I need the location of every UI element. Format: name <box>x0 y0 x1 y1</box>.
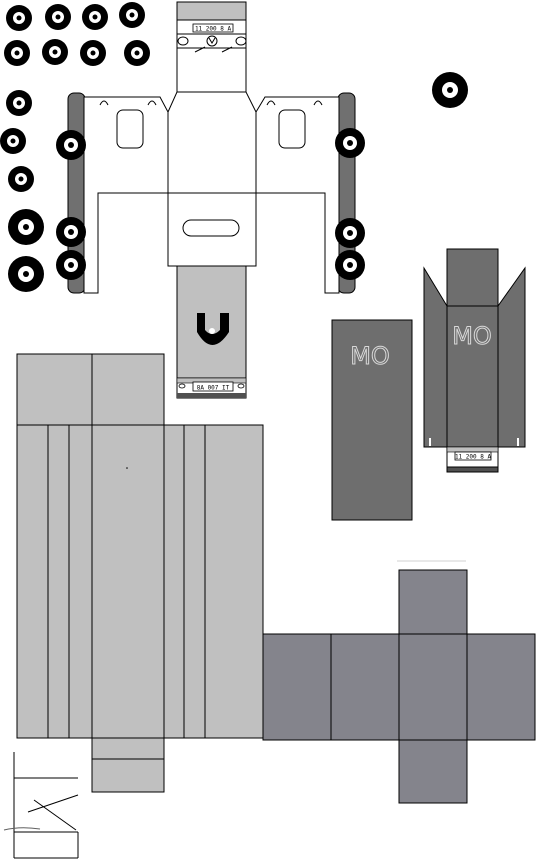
cargo-left-flap <box>423 266 448 448</box>
hood-slot <box>182 219 240 237</box>
side-panel <box>331 319 413 521</box>
right-window <box>278 109 306 149</box>
wheel-icon <box>124 40 150 66</box>
wheel-icon <box>8 166 34 192</box>
wheel-icon <box>335 218 365 248</box>
cargo-logo: MO <box>452 322 492 350</box>
windshield-gray <box>176 1 247 21</box>
wheel-icon <box>8 209 44 245</box>
left-window <box>116 109 144 149</box>
front-plate <box>192 23 234 33</box>
wheel-icon <box>0 128 26 154</box>
wheel-icon <box>8 256 44 292</box>
left-door-panel <box>83 96 169 294</box>
rear-plate-text: 8A 007 IT <box>197 385 230 392</box>
cargo-right-flap <box>497 266 526 448</box>
sketch-scribble <box>3 752 79 859</box>
wheel-icon <box>335 128 365 158</box>
wheel-icon <box>56 130 86 160</box>
wheel-icon <box>335 250 365 280</box>
cargo-top <box>446 248 499 307</box>
truck-cab-net <box>67 1 356 294</box>
wheel-icon <box>432 72 468 108</box>
cab-wheels <box>56 128 365 280</box>
wheel-icon <box>6 5 32 31</box>
side-panel-logo: MO <box>350 342 390 370</box>
cargo-plate-text: 11 200 8 A <box>455 454 492 461</box>
wheel-icon <box>82 4 108 30</box>
front-plate-text: 11 200 8 A <box>195 26 232 33</box>
cargo-box-net <box>423 248 526 473</box>
rear-flap <box>176 265 247 399</box>
wheel-icon <box>6 90 32 116</box>
wheel-icon <box>80 40 106 66</box>
spare-wheels-left <box>0 2 150 292</box>
wheel-icon <box>119 2 145 28</box>
hook-icon <box>197 313 229 345</box>
wheel-icon <box>56 217 86 247</box>
wheel-icon <box>45 4 71 30</box>
wheel-icon <box>56 250 86 280</box>
wheel-icon <box>42 39 68 65</box>
wheel-icon <box>4 40 30 66</box>
trailer-net <box>16 353 264 793</box>
right-door-panel <box>255 96 340 294</box>
cube-net <box>262 569 536 804</box>
